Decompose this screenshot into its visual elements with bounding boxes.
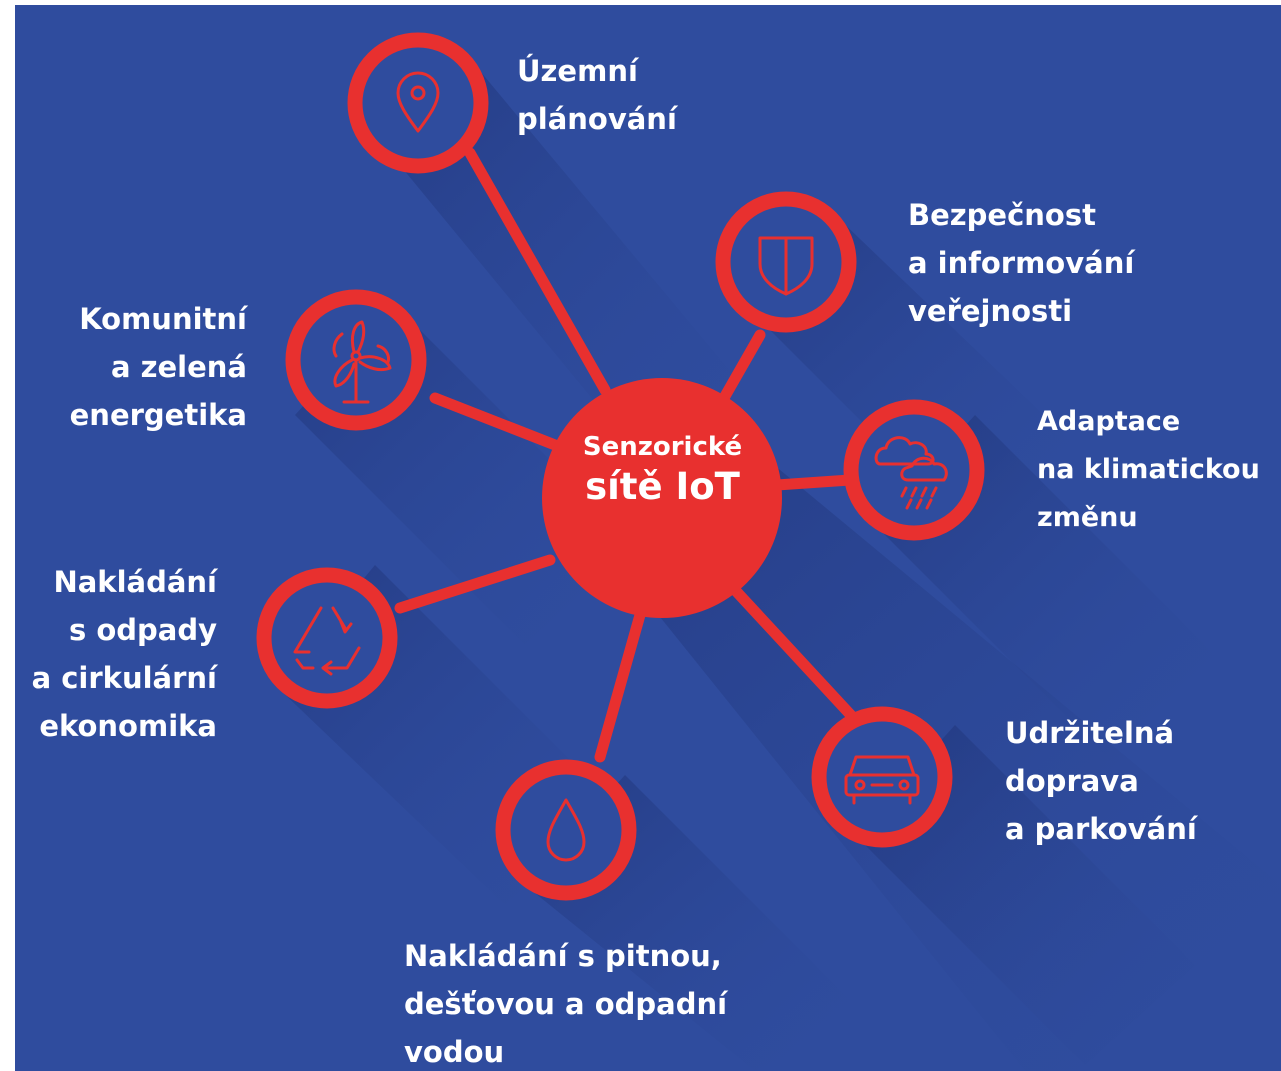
hub-title: Senzorické sítě IoT	[540, 430, 785, 510]
label-line: plánování	[517, 102, 677, 136]
rain-cloud-icon	[874, 436, 948, 510]
label-line: dešťovou a odpadní	[404, 987, 728, 1021]
label-line: vodou	[404, 1035, 505, 1069]
node-ring-adaptace	[843, 399, 985, 541]
spoke-bezpecnost	[714, 329, 766, 411]
label-uzemni-planovani: Územní plánování	[517, 47, 677, 143]
label-line: Nakládání	[53, 565, 217, 599]
hub-circle	[542, 378, 782, 618]
label-line: Bezpečnost	[908, 198, 1096, 232]
label-line: a informování	[908, 246, 1135, 280]
icons	[293, 71, 948, 862]
label-adaptace: Adaptace na klimatickou změnu	[1037, 398, 1260, 542]
label-line: a cirkulární	[31, 661, 217, 695]
label-energetika: Komunitní a zelená energetika	[70, 295, 247, 439]
label-line: Nakládání s pitnou,	[404, 939, 722, 973]
spokes	[394, 147, 866, 763]
label-line: a parkování	[1005, 812, 1197, 846]
spoke-energetika	[429, 392, 561, 451]
spoke-odpady	[394, 554, 556, 614]
label-voda: Nakládání s pitnou, dešťovou a odpadní v…	[404, 932, 727, 1071]
label-line: změnu	[1037, 502, 1138, 533]
wind-turbine-icon	[332, 320, 392, 404]
spoke-voda	[594, 609, 646, 763]
map-pin-icon	[396, 71, 440, 133]
label-line: Adaptace	[1037, 406, 1181, 437]
label-line: Udržitelná	[1005, 716, 1175, 750]
label-line: a zelená	[110, 350, 247, 384]
label-line: Komunitní	[79, 302, 247, 336]
label-line: na klimatickou	[1037, 454, 1260, 485]
spoke-uzemni	[464, 147, 611, 396]
recycle-icon	[293, 606, 361, 676]
node-rings	[256, 32, 985, 901]
shield-icon	[758, 236, 814, 296]
label-line: Územní	[517, 54, 638, 88]
spoke-doprava	[729, 584, 866, 731]
label-line: ekonomika	[39, 709, 217, 743]
hub-title-line-1: Senzorické	[582, 432, 743, 462]
water-drop-icon	[546, 798, 586, 862]
hub-title-line-2: sítě IoT	[585, 465, 740, 508]
label-line: doprava	[1005, 764, 1139, 798]
node-ring-doprava	[811, 706, 953, 848]
label-odpady: Nakládání s odpady a cirkulární ekonomik…	[32, 558, 217, 750]
node-ring-uzemni	[347, 32, 489, 174]
label-doprava: Udržitelná doprava a parkování	[1005, 709, 1197, 853]
label-bezpecnost: Bezpečnost a informování veřejnosti	[908, 191, 1134, 335]
car-icon	[844, 755, 920, 805]
spoke-adaptace	[771, 474, 856, 491]
diagram-canvas: Senzorické sítě IoT Územní plánování Bez…	[15, 5, 1281, 1071]
label-line: s odpady	[68, 613, 217, 647]
label-line: energetika	[69, 398, 247, 432]
node-ring-voda	[495, 759, 637, 901]
node-ring-odpady	[256, 567, 398, 709]
label-line: veřejnosti	[908, 294, 1073, 328]
iot-hub-diagram	[256, 32, 1281, 1071]
